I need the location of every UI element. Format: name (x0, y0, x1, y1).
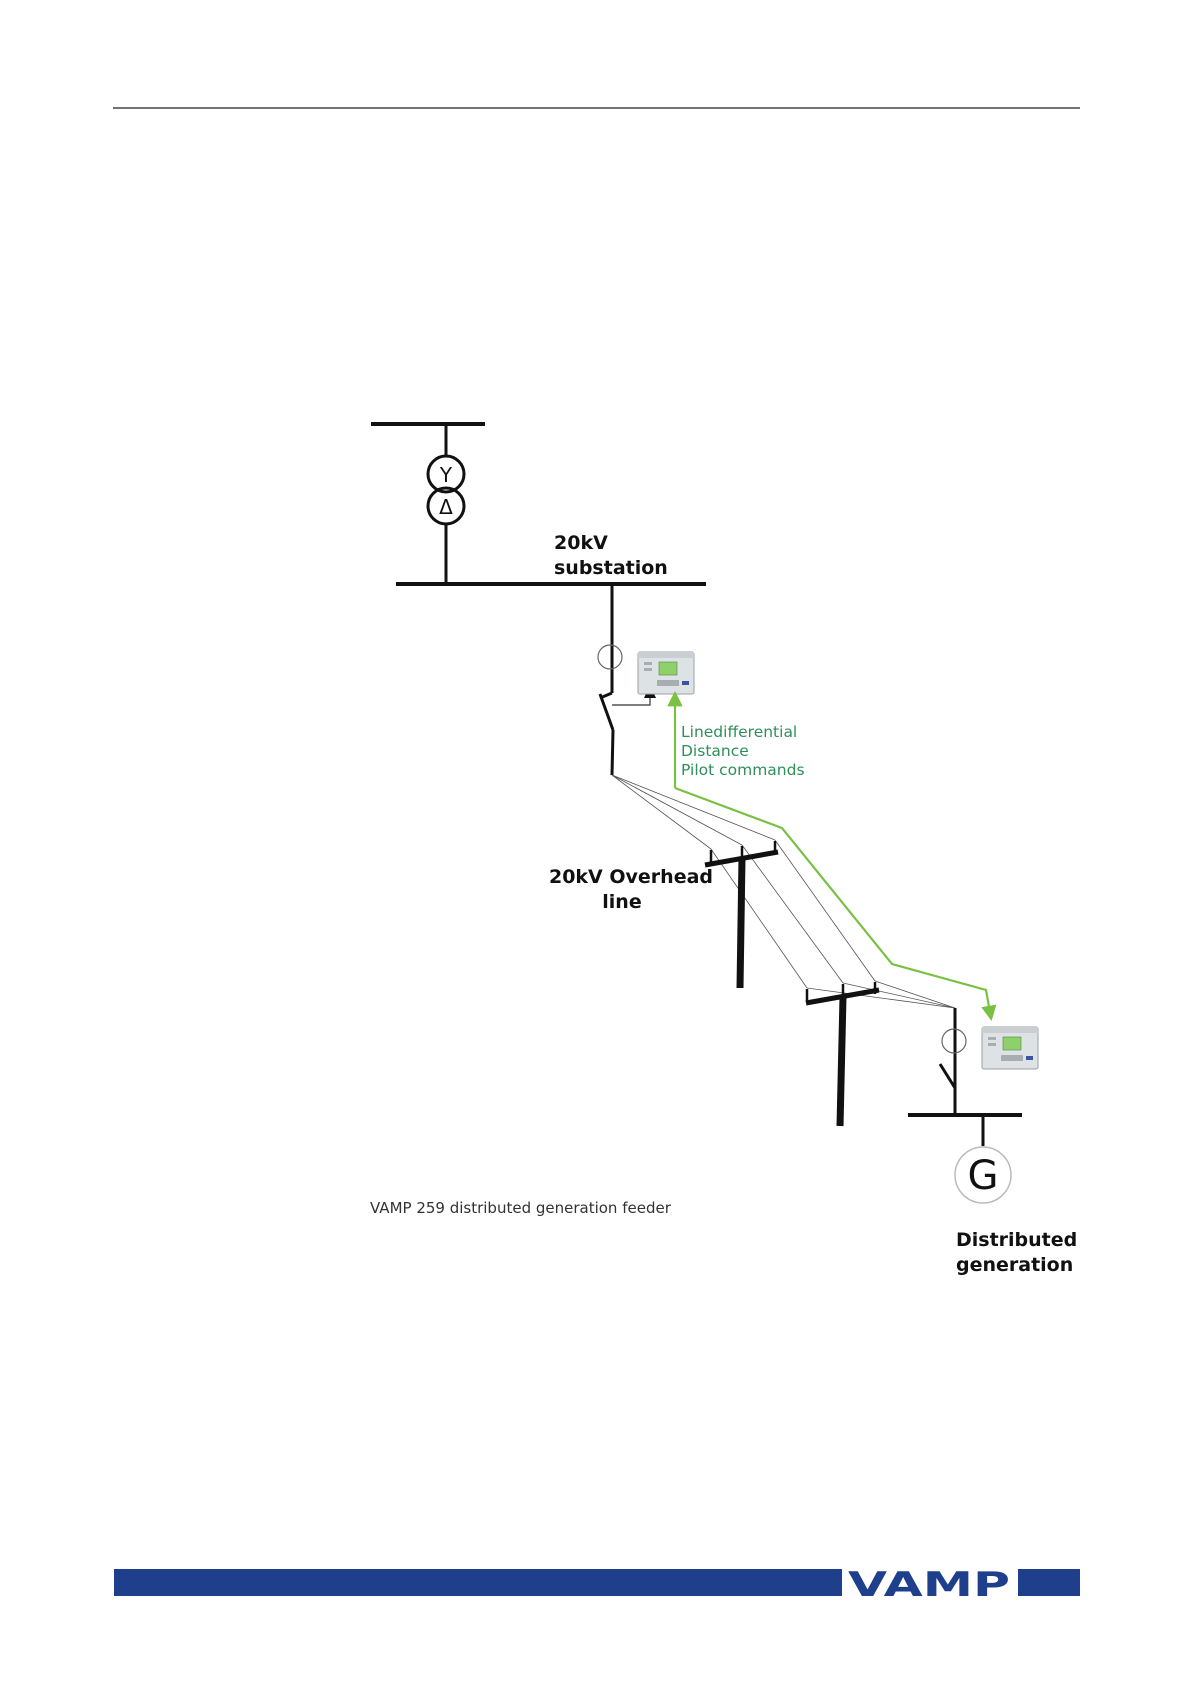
overhead-label-line2: line (602, 891, 641, 913)
utility-pole-icon (705, 841, 778, 988)
transformer-icon: Y Δ (428, 456, 464, 524)
substation-label-line2: substation (554, 557, 668, 579)
comm-label-pilot-commands: Pilot commands (681, 761, 805, 779)
circuit-breaker-icon-2 (940, 1064, 955, 1115)
overhead-label-line1: 20kV Overhead (549, 866, 713, 888)
transformer-wye-symbol: Y (439, 463, 453, 487)
circuit-breaker-icon (600, 693, 613, 775)
generation-label-line1: Distributed (956, 1229, 1077, 1251)
footer-bar-left (114, 1569, 842, 1596)
vamp-logo: VAMP (848, 1565, 1010, 1605)
transformer-delta-symbol: Δ (439, 495, 453, 519)
current-transformer-icon (598, 645, 622, 669)
substation-label-line1: 20kV (554, 532, 608, 554)
comm-label-linedifferential: Linedifferential (681, 723, 797, 741)
communication-path-link (675, 788, 991, 1018)
generator-symbol: G (968, 1153, 999, 1199)
footer-bar-right (1018, 1569, 1080, 1596)
utility-pole-icon-2 (806, 982, 879, 1126)
generator-icon: G (955, 1147, 1011, 1203)
figure-caption: VAMP 259 distributed generation feeder (370, 1199, 672, 1217)
generation-label-line2: generation (956, 1254, 1073, 1276)
protection-relay-icon (638, 652, 694, 694)
overhead-conductors (612, 775, 955, 1008)
protection-relay-icon-2 (982, 1027, 1038, 1069)
comm-label-distance: Distance (681, 742, 749, 760)
